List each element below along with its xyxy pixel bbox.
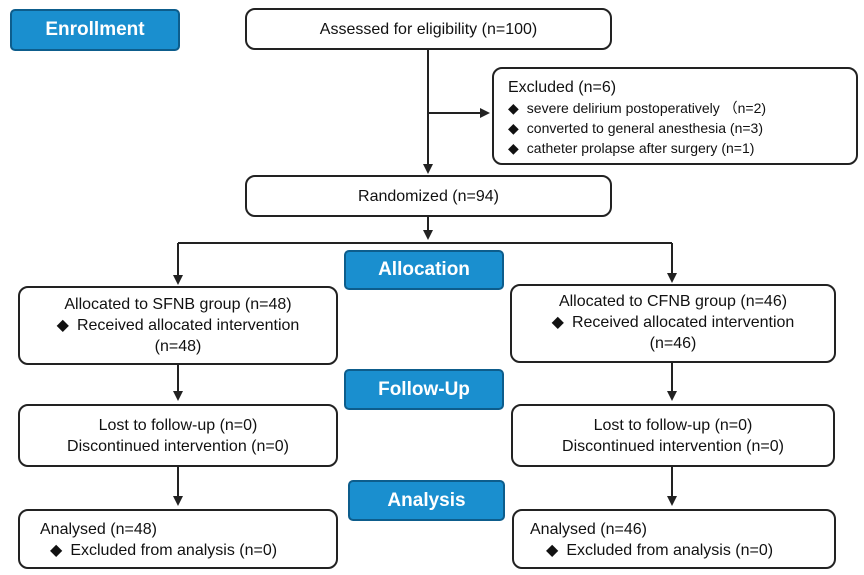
stage-followup: Follow-Up [344, 369, 504, 410]
diamond-bullet-icon: ◆ [551, 314, 564, 331]
cfnb-lost-text: Lost to follow-up (n=0) [593, 417, 753, 434]
stage-allocation: Allocation [344, 250, 504, 290]
stage-enrollment: Enrollment [10, 9, 180, 51]
sfnb-followup-box: Lost to follow-up (n=0) Discontinued int… [18, 404, 338, 467]
sfnb-excluded-analysis-row: ◆Excluded from analysis (n=0) [50, 542, 278, 559]
randomized-box: Randomized (n=94) [245, 175, 612, 217]
cfnb-allocation-box: Allocated to CFNB group (n=46) ◆Received… [510, 284, 836, 363]
diamond-bullet-icon: ◆ [56, 317, 69, 334]
diamond-bullet-icon: ◆ [546, 542, 559, 559]
sfnb-analysis-box: Analysed (n=48) ◆Excluded from analysis … [18, 509, 338, 569]
diamond-bullet-icon: ◆ [50, 542, 63, 559]
cfnb-analysed-text: Analysed (n=46) [530, 521, 647, 538]
cfnb-excluded-analysis-row: ◆Excluded from analysis (n=0) [546, 542, 774, 559]
stage-analysis: Analysis [348, 480, 505, 521]
excluded-box: Excluded (n=6) ◆severe delirium postoper… [492, 67, 858, 165]
diamond-bullet-icon: ◆ [508, 140, 519, 156]
assessed-box: Assessed for eligibility (n=100) [245, 8, 612, 50]
cfnb-analysis-box: Analysed (n=46) ◆Excluded from analysis … [512, 509, 836, 569]
excluded-title: Excluded (n=6) [508, 79, 617, 96]
excluded-item: ◆severe delirium postoperatively （n=2) [508, 100, 767, 116]
sfnb-lost-text: Lost to follow-up (n=0) [98, 417, 258, 434]
cfnb-received-n: (n=46) [649, 335, 697, 352]
sfnb-allocation-box: Allocated to SFNB group (n=48) ◆Received… [18, 286, 338, 365]
cfnb-followup-box: Lost to follow-up (n=0) Discontinued int… [511, 404, 835, 467]
diamond-bullet-icon: ◆ [508, 120, 519, 136]
assessed-text: Assessed for eligibility (n=100) [319, 21, 538, 38]
excluded-item: ◆catheter prolapse after surgery (n=1) [508, 140, 755, 156]
excluded-item: ◆converted to general anesthesia (n=3) [508, 120, 763, 136]
cfnb-received-row: ◆Received allocated intervention [551, 314, 795, 331]
sfnb-received-row: ◆Received allocated intervention [56, 317, 300, 334]
randomized-text: Randomized (n=94) [358, 188, 499, 205]
sfnb-received-n: (n=48) [154, 338, 202, 355]
sfnb-analysed-text: Analysed (n=48) [40, 521, 157, 538]
cfnb-allocated-text: Allocated to CFNB group (n=46) [558, 293, 788, 310]
sfnb-discontinued-text: Discontinued intervention (n=0) [67, 438, 289, 455]
cfnb-discontinued-text: Discontinued intervention (n=0) [562, 438, 784, 455]
sfnb-allocated-text: Allocated to SFNB group (n=48) [64, 296, 292, 313]
diamond-bullet-icon: ◆ [508, 100, 519, 116]
